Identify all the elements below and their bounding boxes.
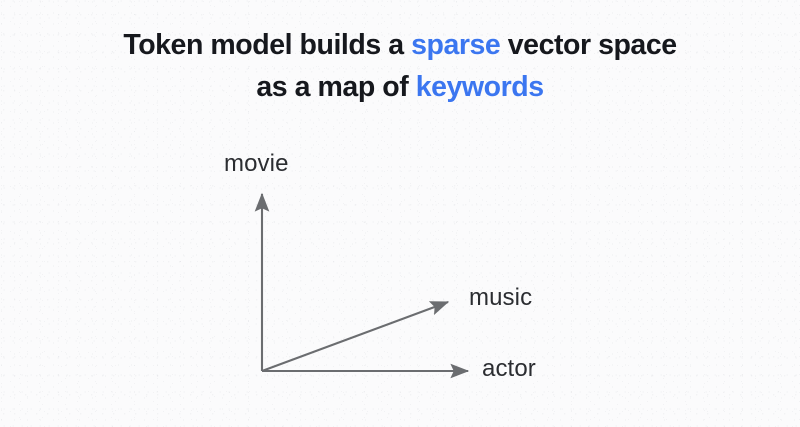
- title-line-1-after: vector space: [500, 29, 677, 61]
- arrow-diagonal-icon: [261, 301, 450, 372]
- axes-svg: [254, 192, 470, 379]
- title-line-1-before: Token model builds a: [123, 29, 412, 61]
- axis-label-music: music: [469, 284, 533, 311]
- title-line-2: as a map of keywords: [0, 66, 800, 108]
- title-highlight-keywords: keywords: [415, 71, 544, 103]
- title-highlight-sparse: sparse: [411, 29, 501, 61]
- axis-label-actor: actor: [482, 355, 536, 382]
- axis-label-movie: movie: [224, 150, 289, 177]
- vector-space-diagram: movie music actor: [180, 140, 620, 410]
- title-line-2-before: as a map of: [256, 71, 416, 103]
- page-title: Token model builds a sparse vector space…: [0, 24, 800, 108]
- title-line-1: Token model builds a sparse vector space: [0, 24, 800, 66]
